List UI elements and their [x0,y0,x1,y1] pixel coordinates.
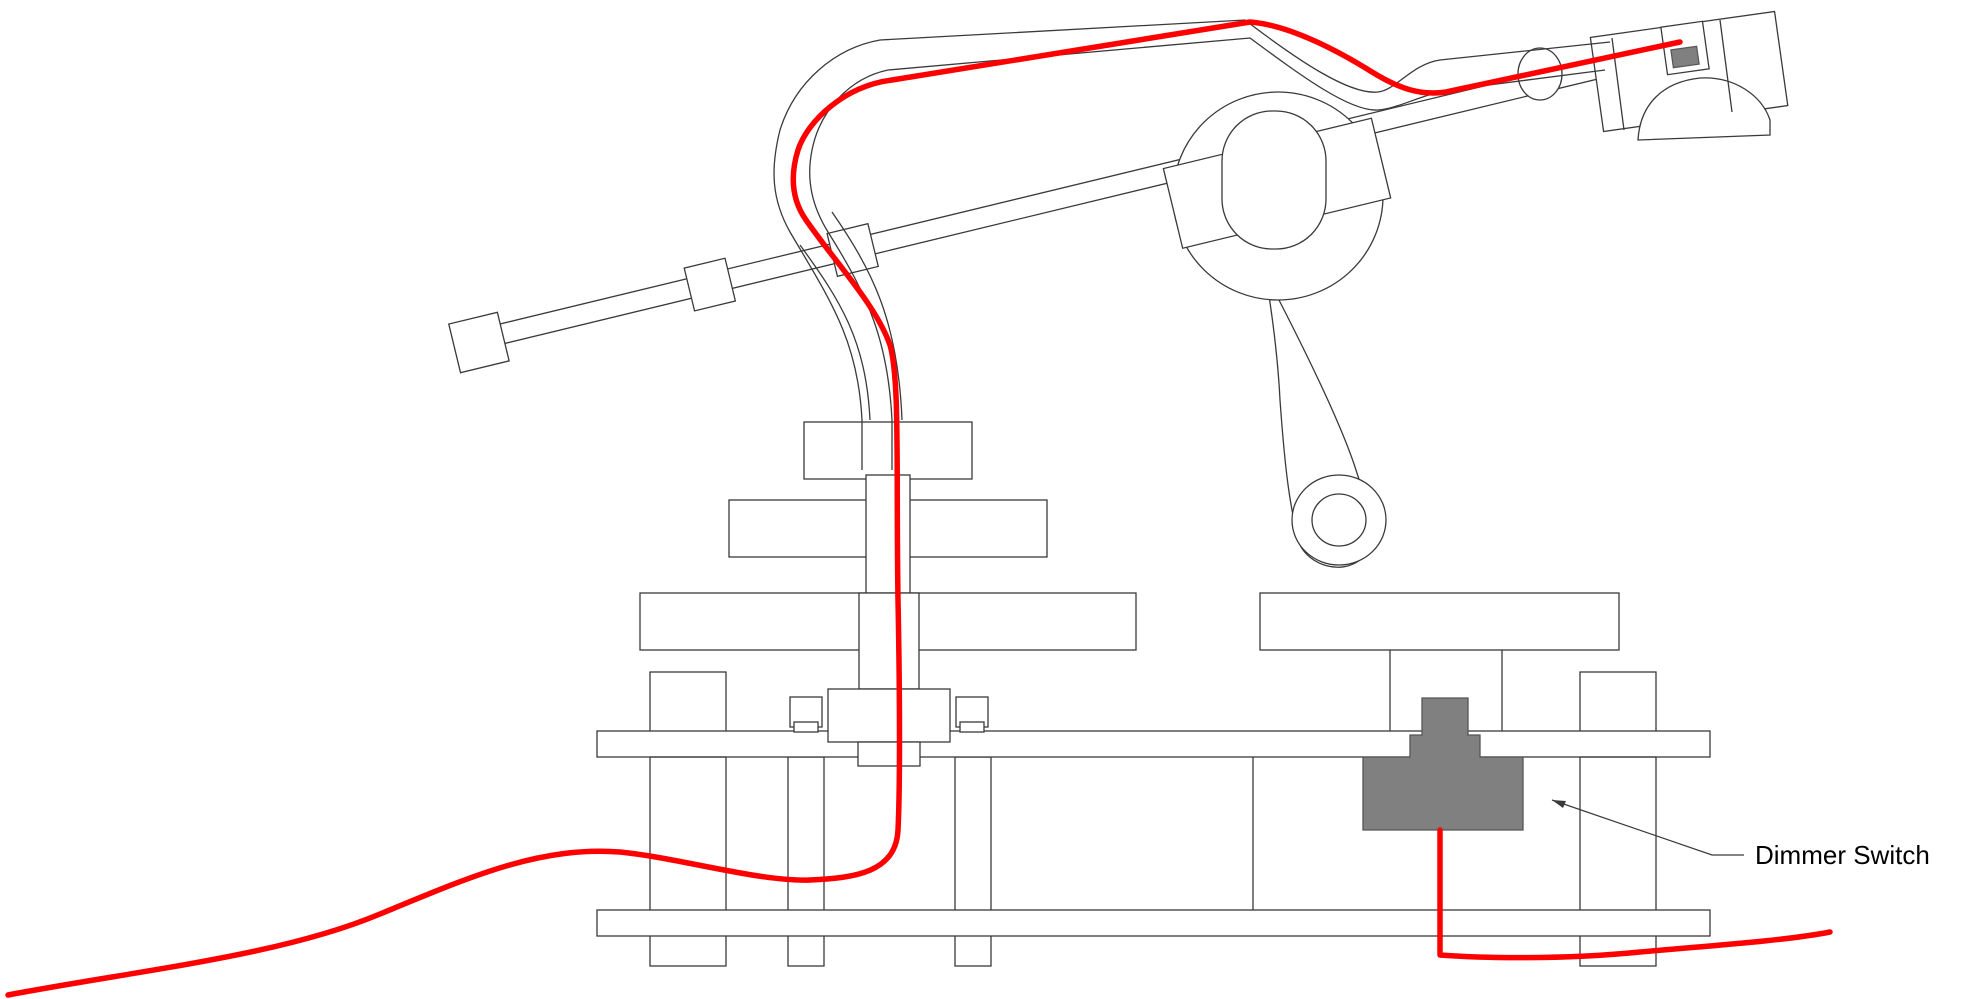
pivot-ring-inner [1221,110,1327,250]
vertical-shaft [865,474,911,594]
signal-wire [5,19,1683,998]
counterweight [447,311,510,374]
tonearm-rod [493,51,1631,346]
callout-leader-line [1551,799,1744,856]
callout-arrowhead [1552,800,1566,808]
wiring [5,19,1833,998]
dimmer-switch-wire [1437,827,1833,961]
rod-collar-2 [826,222,880,278]
arm-tube-sleeve [799,211,903,421]
cartridge-body [1637,77,1771,141]
base-frame [596,671,1711,967]
left-mount-stack [639,421,1137,767]
mounting-hub [827,688,951,743]
dimmer-switch [1362,697,1524,831]
headshell [1517,10,1789,141]
left-bolt-base [793,721,819,733]
tonearm-rod-assembly [447,51,1631,568]
lower-plate [596,909,1711,937]
dimmer-switch-callout: Dimmer Switch [1551,799,1930,870]
dimmer-switch-body [1362,697,1524,831]
rod-collar-1 [683,257,737,312]
arm-tube-outer-edge [773,19,1611,470]
right-bolt-base [959,721,985,733]
right-top-block [1259,592,1620,651]
right-mount-stack [1259,592,1620,731]
dimmer-switch-label: Dimmer Switch [1755,840,1930,870]
crank-eye-inner [1311,493,1367,547]
shaft-collar [858,592,920,690]
upper-plate [596,730,1711,758]
headshell-rib [1719,19,1733,113]
stylus-block [1670,45,1700,69]
left-top-block [803,421,973,480]
hub-foot [857,741,921,767]
